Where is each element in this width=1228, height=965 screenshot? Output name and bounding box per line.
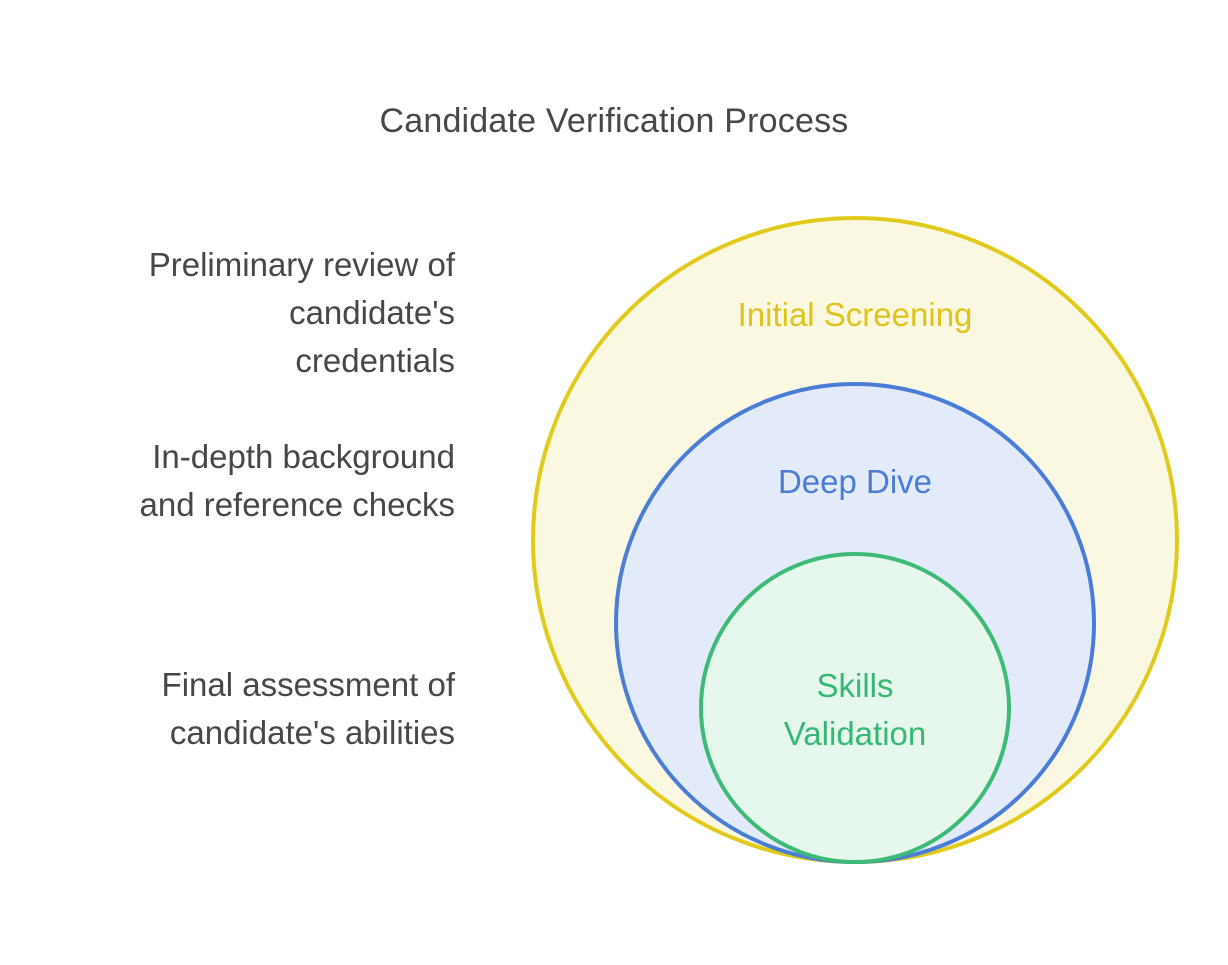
description-line: Preliminary review of bbox=[148, 246, 455, 283]
description-line: candidate's abilities bbox=[169, 714, 455, 751]
ring-label-line: Validation bbox=[783, 715, 927, 752]
description-deep-dive: In-depth background and reference checks bbox=[139, 433, 455, 529]
ring-label-skills-validation: Skills Validation bbox=[699, 662, 1011, 758]
ring-label-line: Skills bbox=[816, 667, 894, 704]
description-line: In-depth background bbox=[152, 438, 455, 475]
description-line: Final assessment of bbox=[161, 666, 455, 703]
description-line: and reference checks bbox=[139, 486, 455, 523]
ring-label-deep-dive: Deep Dive bbox=[777, 463, 933, 500]
description-initial-screening: Preliminary review of candidate's creden… bbox=[149, 241, 455, 385]
description-line: credentials bbox=[295, 342, 455, 379]
ring-label-initial-screening: Initial Screening bbox=[737, 296, 973, 333]
diagram-title: Candidate Verification Process bbox=[379, 102, 849, 140]
description-skills-validation: Final assessment of candidate's abilitie… bbox=[162, 661, 455, 757]
description-line: candidate's bbox=[289, 294, 455, 331]
circle-skills-validation bbox=[699, 552, 1011, 864]
